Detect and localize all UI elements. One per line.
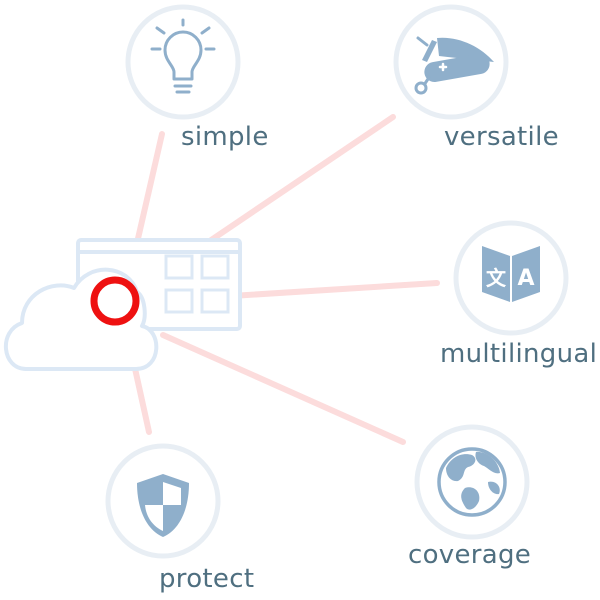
feature-label-simple: simple bbox=[181, 122, 269, 152]
app-tile bbox=[164, 288, 194, 314]
feature-circle-multilingual bbox=[453, 220, 569, 336]
app-tile bbox=[164, 254, 194, 280]
lightbulb-icon bbox=[150, 18, 216, 94]
swiss-army-knife-icon bbox=[414, 36, 494, 95]
app-tile bbox=[200, 254, 230, 280]
feature-label-protect: protect bbox=[159, 564, 255, 594]
feature-label-coverage: coverage bbox=[408, 540, 532, 570]
translate-icon: 文 A bbox=[482, 246, 540, 302]
connector-simple bbox=[131, 131, 165, 259]
feature-label-multilingual: multilingual bbox=[440, 339, 598, 369]
cloud-shape bbox=[4, 267, 159, 371]
globe-icon bbox=[437, 447, 507, 517]
app-tile bbox=[200, 288, 230, 314]
feature-circle-simple bbox=[125, 4, 241, 120]
shield-icon bbox=[137, 474, 189, 537]
cloud-app-icon bbox=[4, 238, 242, 371]
translate-glyph-right: A bbox=[517, 266, 534, 291]
connector-coverage bbox=[160, 332, 406, 445]
feature-label-versatile: versatile bbox=[444, 122, 559, 152]
translate-glyph-left: 文 bbox=[486, 266, 507, 290]
red-ring-marker bbox=[90, 276, 140, 326]
